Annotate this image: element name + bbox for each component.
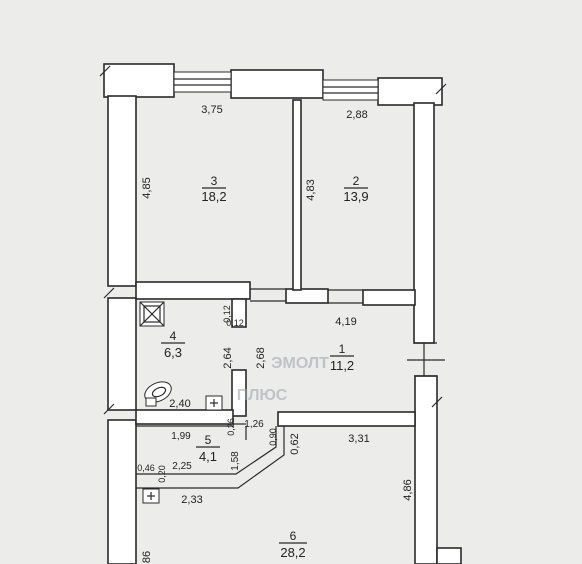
wall-left-upper	[107, 95, 137, 287]
dim-room2-height: 4,83	[305, 179, 317, 200]
wall-room4-bottom	[135, 409, 234, 425]
room-4-number: 4	[170, 329, 177, 343]
dim-room5-width-bottom: 2,25	[172, 461, 192, 472]
dim-wall-0-90: 0,90	[268, 428, 278, 446]
wall-bottom-right-stub	[436, 547, 462, 564]
room-2-number: 2	[353, 174, 360, 188]
room-1-number: 1	[339, 342, 346, 356]
wall-partition-3-2	[292, 99, 302, 291]
watermark-line-2: ПЛЮС	[237, 387, 288, 404]
dim-opening-1-26: 1,26	[244, 419, 264, 430]
dim-room5-diagonal: 1,58	[230, 451, 241, 471]
dimension-labels: 3,75 2,88 4,85 4,83 4,19 0,12 0,12 2,64 …	[137, 104, 414, 563]
dim-room1-depth: 2,68	[255, 347, 267, 368]
room-2-area: 13,9	[343, 189, 368, 204]
watermark: ЭМОЛТ ПЛЮС	[237, 355, 329, 404]
wall-left-lower	[107, 419, 137, 564]
sink-icon-room4	[205, 395, 223, 411]
wall-room1-bottom	[277, 411, 416, 427]
ventilation-shaft-icon	[139, 301, 165, 327]
dim-room6-width-top: 3,31	[348, 433, 369, 445]
dim-room4-width: 2,40	[169, 398, 190, 410]
wall-mid-center	[285, 288, 329, 304]
sink-icon-room5	[142, 488, 160, 504]
wall-top-middle	[230, 69, 324, 99]
dim-room3-height: 4,85	[141, 177, 153, 198]
room-6-area: 28,2	[280, 545, 305, 560]
dimension-ticks	[99, 65, 447, 415]
wall-left-middle	[107, 297, 137, 411]
room-6-number: 6	[290, 529, 297, 543]
room-5-number: 5	[205, 433, 212, 447]
dim-room1-width: 4,19	[335, 316, 356, 328]
room-4-area: 6,3	[164, 345, 182, 360]
room-1-area: 11,2	[330, 358, 354, 373]
wall-partition-4-1-upper	[231, 298, 247, 328]
dim-wall-0-12-b: 0,12	[226, 318, 244, 328]
wall-right-upper	[413, 102, 435, 344]
window-room3	[173, 71, 232, 93]
fixtures	[139, 301, 223, 504]
openings	[173, 71, 445, 377]
watermark-line-1: ЭМОЛТ	[271, 355, 329, 372]
dim-room4-height: 2,64	[222, 347, 234, 368]
dim-wall-0-62: 0,62	[289, 433, 301, 454]
dim-room6-width-left: 2,33	[181, 494, 202, 506]
dim-0-46: 0,46	[137, 463, 155, 473]
dim-room2-width: 2,88	[346, 109, 367, 121]
room-labels: 3 18,2 2 13,9 4 6,3 1 11,2 5 4,1 6 28,2	[161, 174, 369, 560]
dim-0-20: 0,20	[157, 465, 167, 483]
toilet-icon	[144, 381, 172, 407]
wall-top-left	[103, 63, 175, 98]
dim-room6-height: 4,86	[402, 479, 414, 500]
walls	[103, 63, 462, 564]
dim-room3-width: 3,75	[201, 104, 222, 116]
window-room2	[322, 79, 379, 101]
dim-room6-left-partial: 86	[141, 551, 153, 563]
wall-right-lower	[414, 375, 438, 564]
wall-mid-left	[135, 281, 251, 300]
wall-mid-right	[362, 289, 416, 306]
dim-room5-width-top: 1,99	[171, 431, 191, 442]
room5-partition	[136, 423, 285, 489]
room-3-area: 18,2	[201, 189, 226, 204]
dim-wall-0-26: 0,26	[226, 418, 236, 436]
wall-top-right	[377, 77, 443, 106]
dim-wall-0-12-a: 0,12	[222, 305, 232, 323]
room-5-area: 4,1	[199, 449, 217, 464]
wall-partition-4-1-lower	[231, 369, 247, 417]
room-3-number: 3	[211, 174, 218, 188]
